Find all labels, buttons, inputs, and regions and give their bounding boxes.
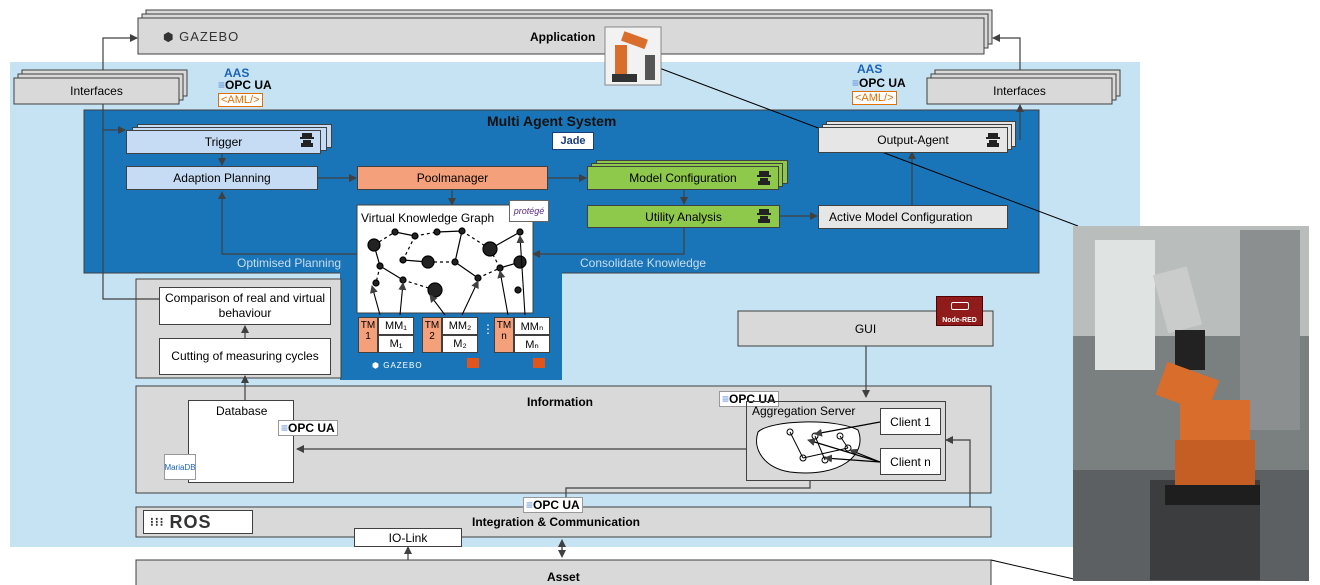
models-ellipsis: ⋮ (482, 322, 494, 336)
vkg-title: Virtual Knowledge Graph (361, 211, 495, 225)
adaption-planning-agent: Adaption Planning (126, 166, 318, 190)
asset-title: Asset (547, 570, 580, 584)
application-robot-image (604, 26, 662, 86)
database-box (188, 400, 294, 483)
mm-n: MMₙ (514, 317, 550, 335)
trigger-agent-label: Trigger (204, 135, 243, 149)
asset-box (135, 559, 992, 585)
m-n: Mₙ (514, 335, 550, 353)
vkg-graph (367, 227, 527, 298)
node-red-logo: Node-RED (936, 296, 983, 326)
protege-logo: protégé (509, 200, 549, 222)
opcua-badge-database: ≡OPC UA (278, 420, 338, 436)
model-configuration-label: Model Configuration (629, 171, 737, 185)
consolidate-knowledge-label: Consolidate Knowledge (580, 256, 707, 270)
jade-logo: Jade (552, 132, 594, 150)
application-title: Application (530, 30, 596, 44)
node-red-icon (951, 302, 969, 310)
gazebo-logo-bottom-text: GAZEBO (383, 361, 423, 370)
client-1-box: Client 1 (880, 408, 941, 435)
aggregation-graph (756, 421, 861, 474)
interfaces-left-box (13, 77, 180, 105)
io-link-box: IO-Link (354, 528, 462, 547)
opcua-badge-right: ≡OPC UA (852, 76, 906, 90)
cutting-box: Cutting of measuring cycles (159, 338, 331, 375)
tm-2: TM 2 (422, 317, 442, 353)
adaption-planning-label: Adaption Planning (173, 171, 271, 185)
utility-analysis-label: Utility Analysis (645, 209, 722, 224)
tm-n: TM n (494, 317, 514, 353)
aggregation-server-label: Aggregation Server (752, 404, 856, 418)
comparison-box: Comparison of real and virtual behaviour (159, 287, 331, 325)
agent-icon (300, 133, 314, 147)
database-label: Database (216, 404, 268, 418)
gazebo-logo-bottom: ⬢ GAZEBO (372, 361, 423, 370)
integration-title: Integration & Communication (472, 515, 640, 529)
active-model-configuration-label: Active Model Configuration (829, 210, 973, 224)
gui-label: GUI (854, 321, 877, 336)
mm-1: MM₁ (378, 317, 414, 335)
ros-text: ROS (169, 511, 212, 532)
vkg-panel (356, 204, 534, 314)
mm-2: MM₂ (442, 317, 478, 335)
aml-badge-left: <AML/> (218, 93, 263, 107)
client-n-box: Client n (880, 448, 941, 475)
mariadb-logo: MariaDB (164, 454, 196, 480)
agent-icon (986, 133, 1000, 147)
ros-icon: ⁝⁝⁝ (150, 515, 165, 529)
output-agent: Output-Agent (818, 127, 1008, 153)
active-model-configuration-agent: Active Model Configuration (818, 205, 1008, 229)
trigger-agent: Trigger (126, 130, 321, 154)
simulation-icon (533, 358, 545, 368)
opcua-text: OPC UA (859, 76, 906, 90)
interfaces-right-label: Interfaces (993, 84, 1046, 98)
opcua-badge-integration: ≡OPC UA (523, 497, 583, 513)
opcua-badge-left: ≡OPC UA (218, 78, 272, 92)
aas-badge-right: AAS (857, 62, 883, 76)
mas-title: Multi Agent System (487, 113, 617, 129)
gazebo-icon: ⬢ (163, 30, 175, 44)
tm-1: TM 1 (358, 317, 378, 353)
aml-badge-right: <AML/> (852, 91, 897, 105)
m-1: M₁ (378, 335, 414, 353)
ros-logo: ⁝⁝⁝ ROS (143, 510, 253, 534)
interfaces-right-box (926, 77, 1113, 105)
opcua-text: OPC UA (225, 78, 272, 92)
opcua-text: OPC UA (729, 392, 776, 406)
application-box (137, 17, 985, 55)
m-2: M₂ (442, 335, 478, 353)
agent-icon (757, 171, 771, 185)
aggregation-server-box (746, 401, 946, 481)
information-title: Information (527, 395, 593, 409)
opcua-badge-aggregation: ≡OPC UA (719, 391, 779, 407)
interfaces-left-label: Interfaces (70, 84, 123, 98)
aas-badge-left: AAS (224, 66, 250, 80)
robot-photo (1073, 226, 1309, 581)
opcua-text: OPC UA (533, 498, 580, 512)
opcua-text: OPC UA (288, 421, 335, 435)
output-agent-label: Output-Agent (877, 133, 949, 147)
model-configuration-agent: Model Configuration (587, 166, 779, 190)
utility-analysis-agent: Utility Analysis (587, 205, 780, 228)
poolmanager-label: Poolmanager (416, 171, 489, 185)
gazebo-icon: ⬢ (372, 361, 380, 370)
simulation-icon (467, 358, 479, 368)
gazebo-logo-top: ⬢ GAZEBO (163, 29, 239, 44)
optimised-planning-label: Optimised Planning (237, 256, 342, 270)
node-red-text: Node-RED (942, 317, 977, 324)
gazebo-logo-text: GAZEBO (179, 29, 240, 44)
agent-icon (757, 209, 771, 223)
poolmanager-agent: Poolmanager (357, 166, 548, 190)
